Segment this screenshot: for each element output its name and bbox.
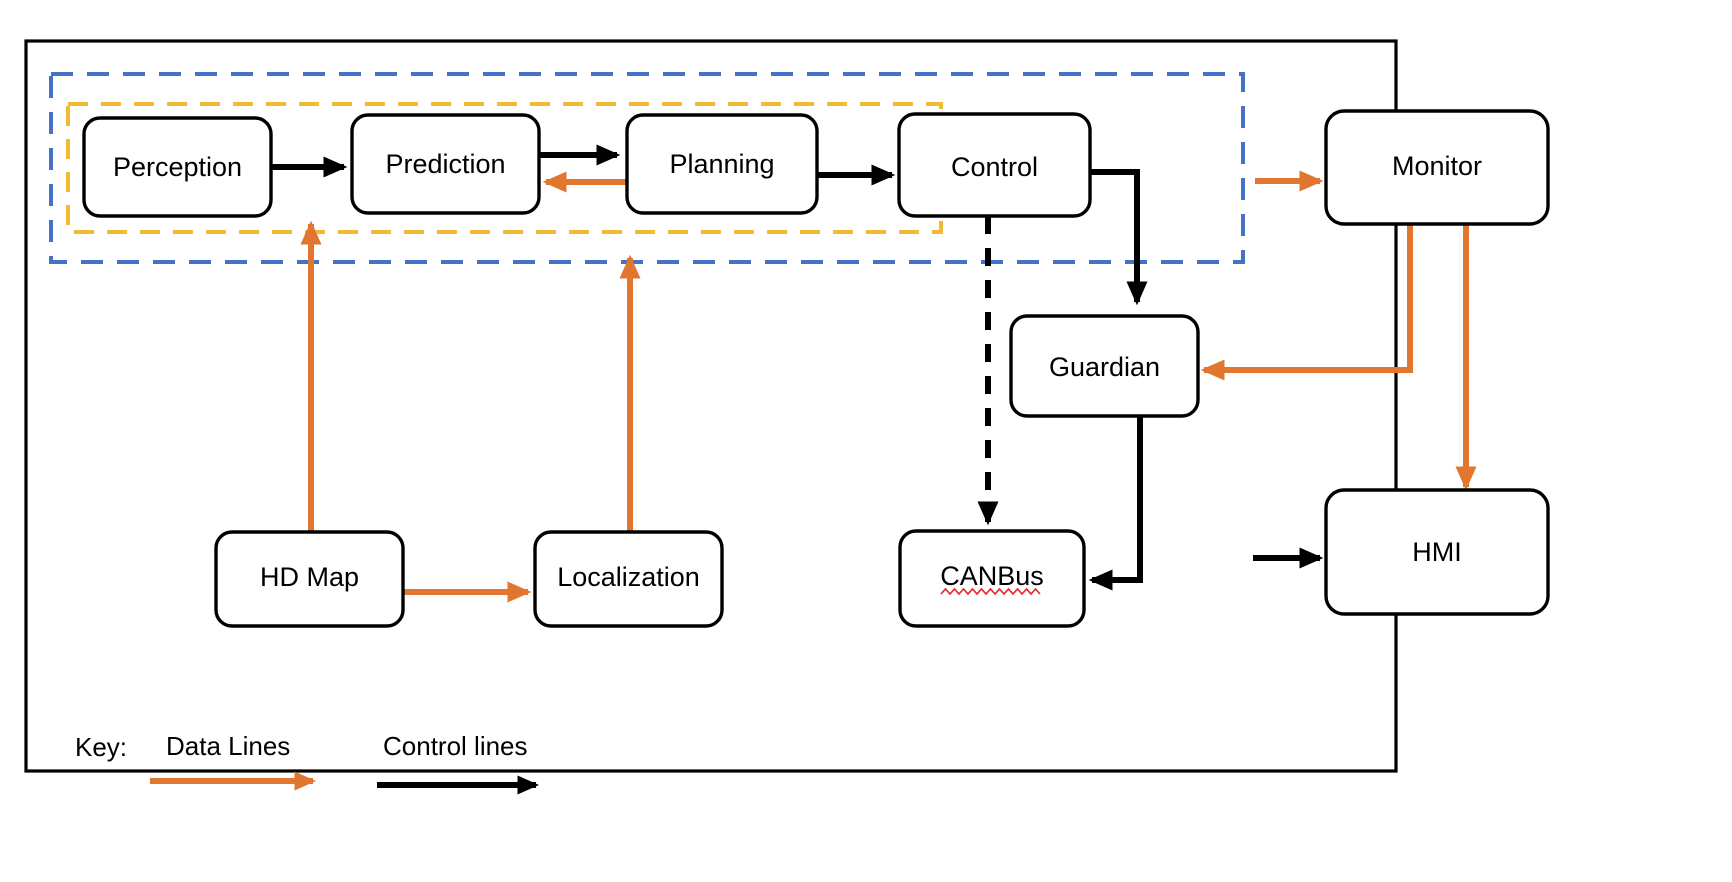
node-hmi-rect[interactable]: [1324, 488, 1550, 616]
node-hdmap-label: HD Map: [260, 562, 359, 592]
node-monitor-rect[interactable]: [1324, 109, 1550, 226]
node-hmi[interactable]: HMI: [1324, 488, 1550, 616]
node-monitor[interactable]: Monitor: [1324, 109, 1550, 226]
node-hdmap-rect[interactable]: [214, 530, 405, 628]
system-boundary: [24, 39, 1398, 773]
node-control[interactable]: Control: [897, 112, 1092, 218]
node-perception[interactable]: Perception: [82, 116, 273, 218]
node-localization-rect[interactable]: [533, 530, 724, 628]
node-planning[interactable]: Planning: [625, 113, 819, 215]
node-prediction[interactable]: Prediction: [350, 113, 541, 215]
node-perception-label: Perception: [113, 152, 242, 182]
node-prediction-rect[interactable]: [350, 113, 541, 215]
node-monitor-label: Monitor: [1392, 151, 1482, 181]
node-guardian-label: Guardian: [1049, 352, 1160, 382]
edge-control-to-guardian: [1090, 169, 1148, 306]
node-localization[interactable]: Localization: [533, 530, 724, 628]
edge-monitor-to-guardian: [1200, 224, 1413, 381]
node-canbus-label: CANBus: [940, 561, 1044, 591]
node-guardian[interactable]: Guardian: [1009, 314, 1200, 418]
legend-data-lines-label: Data Lines: [166, 731, 290, 761]
legend-control-lines-label: Control lines: [383, 731, 528, 761]
node-planning-label: Planning: [669, 149, 774, 179]
node-guardian-rect[interactable]: [1009, 314, 1200, 418]
node-canbus[interactable]: CANBus: [898, 529, 1086, 628]
node-localization-label: Localization: [557, 562, 700, 592]
node-prediction-label: Prediction: [385, 149, 505, 179]
edge-guardian-to-canbus: [1088, 416, 1143, 591]
node-control-rect[interactable]: [897, 112, 1092, 218]
node-control-label: Control: [951, 152, 1038, 182]
node-planning-rect[interactable]: [625, 113, 819, 215]
node-perception-rect[interactable]: [82, 116, 273, 218]
node-canbus-rect[interactable]: [898, 529, 1086, 628]
group-boundary-blue: [49, 72, 1245, 264]
legend-title: Key:: [75, 732, 127, 762]
node-hdmap[interactable]: HD Map: [214, 530, 405, 628]
node-hmi-label: HMI: [1412, 537, 1462, 567]
spellcheck-underline-icon: [940, 587, 1041, 596]
legend: Key: Data Lines Control lines: [75, 731, 540, 795]
